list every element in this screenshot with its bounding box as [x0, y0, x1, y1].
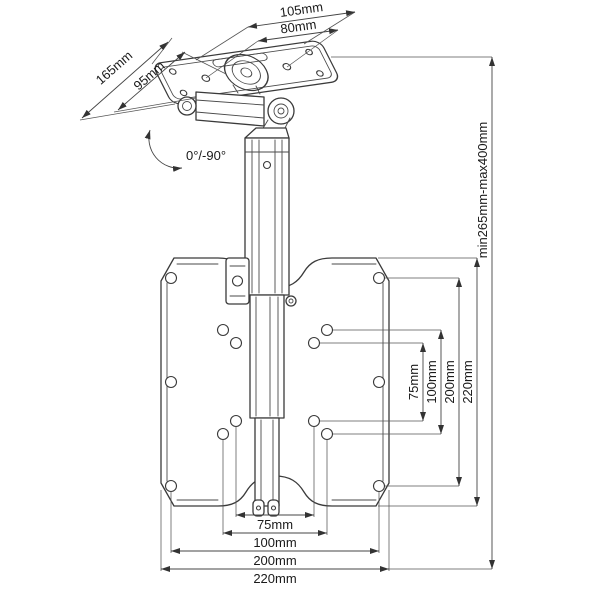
side-knob-center — [288, 298, 294, 304]
top-dimensions: 105mm 80mm — [195, 0, 356, 79]
side-knob — [285, 295, 297, 307]
tilt-bracket-body — [195, 91, 265, 127]
clamp-bolt — [231, 275, 244, 287]
vesa-plate — [160, 257, 390, 507]
vesa-v200-label: 200mm — [442, 360, 457, 403]
foot-hole — [255, 505, 262, 511]
tilt-angle-annotation: 0°/-90° — [144, 129, 226, 172]
column-bolt — [262, 160, 272, 170]
side-depth-label: 165mm — [93, 48, 136, 88]
top-hole-spacing-label: 80mm — [279, 17, 317, 37]
pivot-cylinder-outer — [267, 97, 295, 125]
top-width-label: 105mm — [279, 0, 324, 20]
dim-line-105 — [247, 10, 356, 29]
tilt-arc-arrow — [144, 129, 183, 172]
height-extension-lines — [331, 56, 492, 570]
pivot-cylinder-mid — [273, 103, 289, 119]
outer-tube-ribs — [244, 139, 290, 294]
bottom-extension-lines — [160, 427, 390, 571]
right-extension-lines — [320, 257, 477, 507]
column-lower-tube — [254, 417, 280, 507]
vesa-vertical-dimensions: 75mm 100mm 200mm 220mm — [320, 257, 480, 507]
plate-corner-hole — [316, 70, 324, 77]
height-dimension: min265mm-max400mm — [331, 56, 495, 570]
pivot-cylinder-axis — [277, 107, 285, 115]
telescoping-column — [225, 117, 297, 517]
vesa-v220-label: 220mm — [460, 360, 475, 403]
tilt-bracket-ribs — [195, 99, 265, 119]
ceiling-plate-slot — [212, 52, 268, 68]
mid-tube-ribs — [255, 296, 279, 417]
vesa-v75-label: 75mm — [406, 364, 421, 400]
column-top-cap — [244, 127, 290, 139]
vesa-h200-label: 200mm — [253, 553, 296, 568]
plate-corner-hole — [305, 48, 313, 56]
lower-tube-ribs — [260, 419, 274, 505]
dim-line-95 — [117, 51, 186, 111]
height-range-label: min265mm-max400mm — [475, 122, 490, 259]
vesa-v100-label: 100mm — [424, 360, 439, 403]
tilt-joint — [177, 84, 295, 127]
dim-line-80 — [257, 28, 339, 43]
clamp-ribs — [229, 265, 246, 297]
vesa-horizontal-dimensions: 75mm 100mm 200mm 220mm — [160, 427, 390, 586]
swivel-hub-center — [240, 67, 253, 78]
vesa-h75-label: 75mm — [257, 517, 293, 532]
swivel-hub-mid — [231, 60, 261, 85]
hub-connector-lines — [232, 84, 261, 95]
foot-hole — [270, 505, 277, 511]
vesa-h220-label: 220mm — [253, 571, 296, 586]
vesa-holes — [164, 271, 386, 493]
column-mid-tube — [249, 294, 285, 419]
swivel-hub-outer — [223, 53, 269, 92]
vesa-h100-label: 100mm — [253, 535, 296, 550]
tilt-range-label: 0°/-90° — [186, 148, 226, 163]
